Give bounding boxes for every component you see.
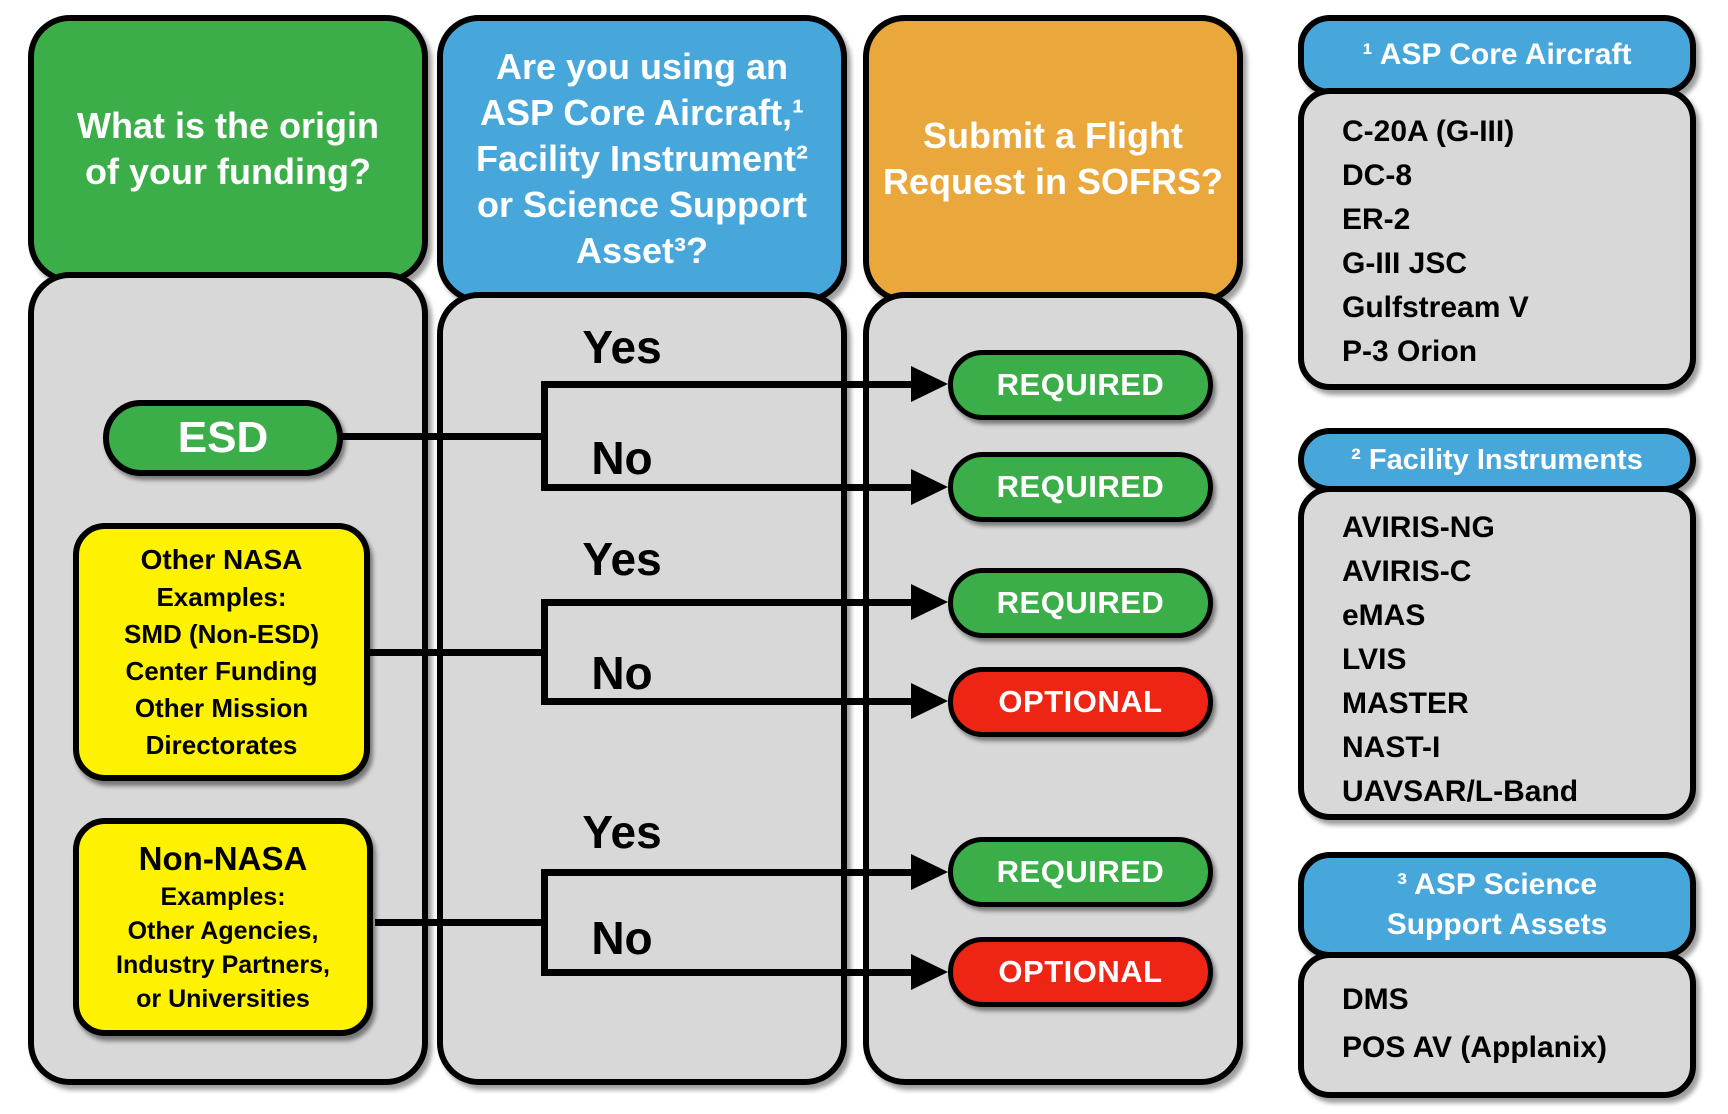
legend-item: G-III JSC <box>1342 247 1468 280</box>
connector-other-nasa-no-line <box>541 698 915 705</box>
legend-science-support-header: ³ ASP Science Support Assets <box>1298 852 1696 958</box>
node-non-nasa-details: Examples: Other Agencies, Industry Partn… <box>116 883 330 1013</box>
connector-other-nasa-bracket <box>541 599 548 705</box>
arrowhead-other-nasa-yes <box>911 584 948 620</box>
legend-item: eMAS <box>1342 599 1426 632</box>
branch-1-no-label: No <box>591 432 653 484</box>
badge-esd-yes-required: REQUIRED <box>948 350 1213 420</box>
legend-facility-instruments-title: ² Facility Instruments <box>1351 444 1643 476</box>
funding-column-header: What is the origin of your funding? <box>28 15 428 283</box>
legend-facility-instruments-header: ² Facility Instruments <box>1298 428 1696 492</box>
connector-non-nasa-no-line <box>541 969 915 976</box>
badge-other-nasa-yes-required: REQUIRED <box>948 568 1213 638</box>
legend-facility-instruments-body: AVIRIS-NG AVIRIS-C eMAS LVIS MASTER NAST… <box>1298 486 1696 820</box>
node-esd: ESD <box>103 400 343 476</box>
branch-2-no-label: No <box>591 647 653 699</box>
connector-non-nasa-yes-line <box>541 869 915 876</box>
branch-3-yes-label: Yes <box>582 806 662 858</box>
branch-3-no-label: No <box>591 912 653 964</box>
branch-1-yes-label: Yes <box>582 321 662 373</box>
node-other-nasa-title: Other NASA <box>140 543 303 575</box>
badge-non-nasa-no-optional: OPTIONAL <box>948 937 1213 1007</box>
result-question-title: Submit a Flight Request in SOFRS? <box>882 115 1224 202</box>
connector-non-nasa-bracket <box>541 869 548 976</box>
legend-item: MASTER <box>1342 687 1469 720</box>
badge-label: REQUIRED <box>996 469 1165 504</box>
arrowhead-esd-yes <box>911 366 948 402</box>
legend-item: DC-8 <box>1342 159 1413 192</box>
legend-item: POS AV (Applanix) <box>1342 1031 1608 1064</box>
question-column-body <box>437 292 847 1085</box>
legend-science-support-body: DMS POS AV (Applanix) <box>1298 952 1696 1098</box>
legend-core-aircraft-header: ¹ ASP Core Aircraft <box>1298 15 1696 95</box>
legend-item: UAVSAR/L-Band <box>1342 775 1579 808</box>
result-column-header: Submit a Flight Request in SOFRS? <box>863 15 1243 303</box>
connector-esd-feed <box>335 433 545 440</box>
connector-esd-bracket <box>541 381 548 491</box>
node-non-nasa-title: Non-NASA <box>138 840 308 877</box>
legend-item: DMS <box>1342 983 1409 1016</box>
legend-item: LVIS <box>1342 643 1407 676</box>
legend-item: Gulfstream V <box>1342 291 1529 324</box>
legend-science-support-title: ³ ASP Science Support Assets <box>1386 868 1608 941</box>
badge-label: REQUIRED <box>996 854 1165 889</box>
connector-other-nasa-yes-line <box>541 599 915 606</box>
badge-label: REQUIRED <box>996 585 1165 620</box>
arrowhead-non-nasa-no <box>911 954 948 990</box>
legend-core-aircraft-body: C-20A (G-III) DC-8 ER-2 G-III JSC Gulfst… <box>1298 88 1696 390</box>
legend-item: ER-2 <box>1342 203 1411 236</box>
arrowhead-esd-no <box>911 469 948 505</box>
arrowhead-non-nasa-yes <box>911 854 948 890</box>
node-other-nasa-details: Examples: SMD (Non-ESD) Center Funding O… <box>124 581 319 760</box>
badge-label: OPTIONAL <box>998 684 1163 719</box>
connector-other-nasa-feed <box>368 649 545 656</box>
connector-non-nasa-feed <box>375 919 545 926</box>
badge-label: REQUIRED <box>996 367 1165 402</box>
node-non-nasa: Non-NASA Examples: Other Agencies, Indus… <box>73 818 373 1036</box>
legend-item: AVIRIS-NG <box>1342 511 1495 544</box>
branch-2-yes-label: Yes <box>582 533 662 585</box>
badge-label: OPTIONAL <box>998 954 1163 989</box>
badge-esd-no-required: REQUIRED <box>948 452 1213 522</box>
legend-core-aircraft-title: ¹ ASP Core Aircraft <box>1362 38 1632 71</box>
node-other-nasa: Other NASA Examples: SMD (Non-ESD) Cente… <box>73 523 370 781</box>
legend-item: C-20A (G-III) <box>1342 115 1515 148</box>
legend-item: P-3 Orion <box>1342 335 1478 368</box>
funding-question-title: What is the origin of your funding? <box>77 105 379 192</box>
node-esd-label: ESD <box>177 413 269 462</box>
badge-non-nasa-yes-required: REQUIRED <box>948 837 1213 907</box>
connector-esd-no-line <box>541 484 915 491</box>
asset-question-title: Are you using an ASP Core Aircraft,¹ Fac… <box>475 46 809 271</box>
badge-other-nasa-no-optional: OPTIONAL <box>948 667 1213 737</box>
arrowhead-other-nasa-no <box>911 683 948 719</box>
connector-esd-yes-line <box>541 381 915 388</box>
question-column-header: Are you using an ASP Core Aircraft,¹ Fac… <box>437 15 847 303</box>
legend-item: NAST-I <box>1342 731 1441 764</box>
legend-item: AVIRIS-C <box>1342 555 1472 588</box>
